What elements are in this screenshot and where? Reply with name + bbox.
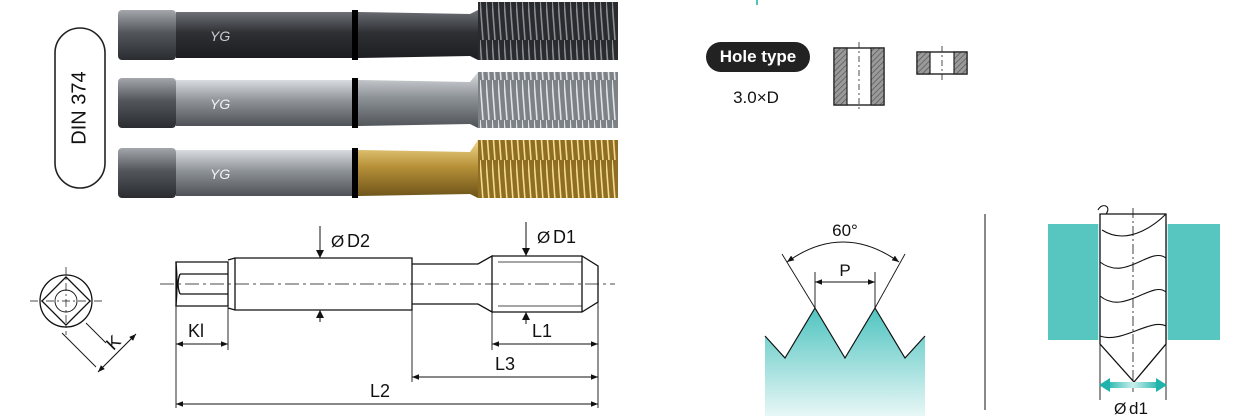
tap-photo-dark: YG — [118, 2, 618, 60]
thread-profile: 60° P — [764, 221, 926, 416]
extension-lines — [175, 302, 599, 408]
dimension-kl: Kl — [176, 321, 228, 347]
thread-pitch-label: P — [839, 261, 850, 280]
tap-logo: YG — [210, 166, 230, 182]
dimension-l3-label: L3 — [495, 354, 515, 374]
diameter-symbol: Ø — [537, 228, 550, 247]
blind-hole-icon — [833, 42, 885, 112]
thread-angle-label: 60° — [832, 221, 858, 240]
standard-label: DIN 374 — [54, 27, 106, 189]
dimension-l2-label: L2 — [370, 381, 390, 401]
hole-type: Hole type 3.0×D — [706, 42, 810, 107]
dimension-d1: Ø D1 — [522, 222, 576, 324]
drill-d1-label: d1 — [1129, 399, 1148, 416]
standard-label-text: DIN 374 — [68, 71, 90, 144]
tap-logo: YG — [210, 28, 230, 44]
shank-cross-section: K — [30, 267, 137, 373]
drill-diagram: Ø d1 — [1048, 205, 1220, 416]
dimension-l3: L3 — [412, 354, 598, 380]
through-hole-icon — [916, 46, 968, 80]
dimension-l2: L2 — [176, 381, 598, 407]
hole-type-badge: Hole type — [720, 47, 797, 66]
tap-drawing — [160, 254, 615, 314]
dimension-kl-label: Kl — [188, 321, 204, 341]
tap-photo-steel: YG — [118, 72, 618, 128]
dimension-d1-label: D1 — [553, 227, 576, 247]
dimension-l1: L1 — [492, 321, 598, 347]
tap-logo: YG — [210, 96, 230, 112]
dimension-d2-label: D2 — [347, 231, 370, 251]
tap-photo-gold: YG — [118, 140, 618, 198]
hole-depth: 3.0×D — [733, 88, 779, 107]
dimension-k-label: K — [102, 331, 125, 354]
dimension-l1-label: L1 — [532, 321, 552, 341]
diameter-symbol: Ø — [331, 232, 344, 251]
dimension-d2: Ø D2 — [316, 226, 370, 322]
diameter-symbol: Ø — [1114, 401, 1126, 416]
